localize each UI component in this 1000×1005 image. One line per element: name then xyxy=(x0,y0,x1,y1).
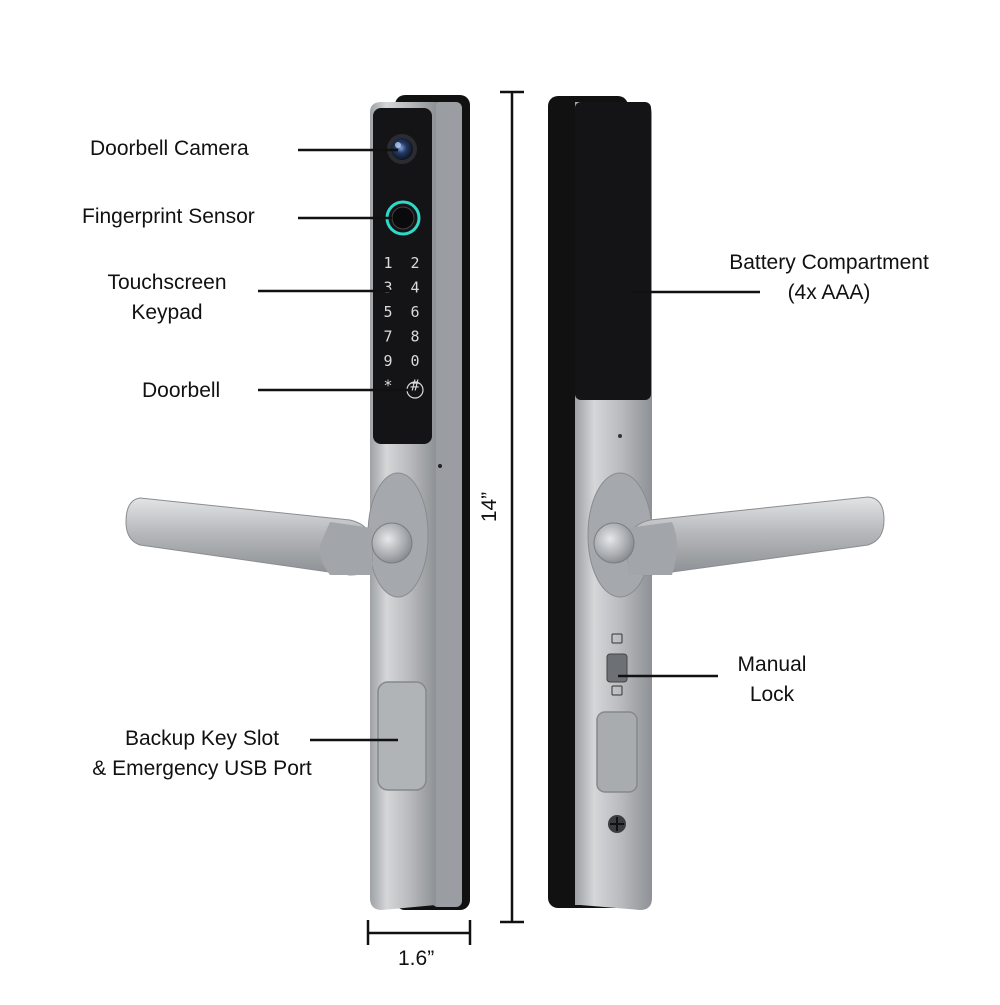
label-battery-compartment: Battery Compartment (4x AAA) xyxy=(706,248,952,308)
label-battery-line-2: (4x AAA) xyxy=(787,281,871,304)
backup-key-cover xyxy=(377,681,427,791)
lock-closed-icon xyxy=(611,633,623,644)
front-spindle-knob xyxy=(371,522,413,564)
manual-lock-switch xyxy=(606,653,628,683)
label-backup-key-line-1: Backup Key Slot xyxy=(124,727,280,750)
back-lock xyxy=(548,96,885,910)
key-9: 9 xyxy=(383,352,392,370)
label-manual-lock-line-2: Lock xyxy=(749,683,795,706)
key-6: 6 xyxy=(410,303,419,321)
label-backup-key-slot: Backup Key Slot & Emergency USB Port xyxy=(72,724,332,784)
height-dimension-label: 14” xyxy=(478,491,502,523)
label-battery-line-1: Battery Compartment xyxy=(729,251,929,274)
front-lock-side-face xyxy=(432,102,462,907)
dimension-lines xyxy=(366,90,524,945)
key-7: 7 xyxy=(383,328,392,346)
back-pinhole xyxy=(618,434,622,438)
back-cover-plate xyxy=(596,711,638,793)
label-manual-lock-line-1: Manual xyxy=(737,653,807,676)
label-touchscreen-keypad-line-1: Touchscreen xyxy=(107,271,227,294)
back-handle-end xyxy=(628,522,677,575)
key-hash: # xyxy=(410,377,419,395)
key-0: 0 xyxy=(410,352,419,370)
label-fingerprint-sensor: Fingerprint Sensor xyxy=(82,205,255,228)
key-8: 8 xyxy=(410,328,419,346)
front-handle-end xyxy=(319,522,372,575)
keypad-panel xyxy=(373,108,432,444)
key-star: * xyxy=(383,377,392,395)
lens-highlight xyxy=(395,142,401,148)
width-dimension-label: 1.6” xyxy=(398,947,435,970)
battery-cover xyxy=(575,102,651,400)
label-manual-lock: Manual Lock xyxy=(720,650,824,710)
label-doorbell-camera: Doorbell Camera xyxy=(90,137,249,160)
label-touchscreen-keypad: Touchscreen Keypad xyxy=(92,268,242,328)
key-3: 3 xyxy=(383,279,392,297)
lock-open-icon xyxy=(611,685,623,696)
label-backup-key-line-2: & Emergency USB Port xyxy=(92,757,312,780)
key-1: 1 xyxy=(383,254,392,272)
label-doorbell: Doorbell xyxy=(142,379,221,402)
key-5: 5 xyxy=(383,303,392,321)
key-4: 4 xyxy=(410,279,419,297)
label-touchscreen-keypad-line-2: Keypad xyxy=(131,301,203,324)
front-pinhole xyxy=(438,464,442,468)
key-2: 2 xyxy=(410,254,419,272)
leader-lines xyxy=(258,148,760,742)
back-spindle-knob xyxy=(593,522,635,564)
fingerprint-sensor-icon xyxy=(391,206,415,230)
